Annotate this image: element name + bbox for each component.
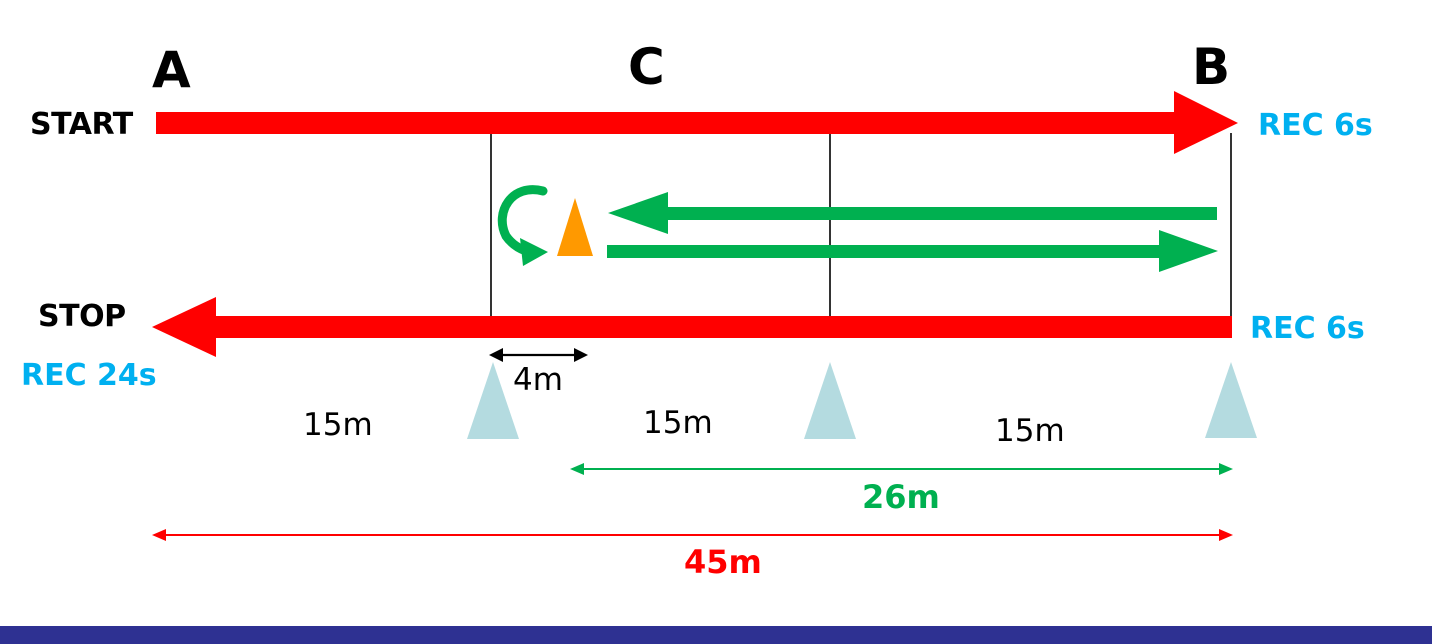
point-b-label: B <box>1192 38 1231 96</box>
cone-offset-label: 4m <box>513 362 563 398</box>
point-c-label: C <box>628 38 665 96</box>
stop-label: STOP <box>38 299 126 334</box>
grey-cone-icon <box>1205 362 1257 438</box>
total-dimension <box>152 529 1233 541</box>
orange-cone-icon <box>557 198 593 256</box>
green-outbound-arrow <box>607 230 1218 272</box>
segment-3-label: 15m <box>995 413 1065 449</box>
grey-cone-icon <box>804 362 856 439</box>
point-a-label: A <box>152 41 191 99</box>
green-return-arrow <box>608 192 1217 234</box>
rec-b-stop-label: REC 6s <box>1250 311 1365 346</box>
u-turn-arrow-icon <box>497 185 548 266</box>
start-label: START <box>30 107 133 142</box>
segment-2-label: 15m <box>643 405 713 441</box>
green-span-label: 26m <box>862 478 940 516</box>
stop-arrow <box>152 297 1232 357</box>
total-distance-label: 45m <box>684 543 762 581</box>
green-span-dimension <box>570 463 1233 475</box>
segment-1-label: 15m <box>303 407 373 443</box>
rec-a-label: REC 24s <box>21 358 157 393</box>
rec-b-start-label: REC 6s <box>1258 108 1373 143</box>
grey-cone-icon <box>467 362 519 439</box>
cone-offset-arrow <box>489 348 588 362</box>
start-arrow <box>156 91 1238 154</box>
footer-band <box>0 626 1432 644</box>
